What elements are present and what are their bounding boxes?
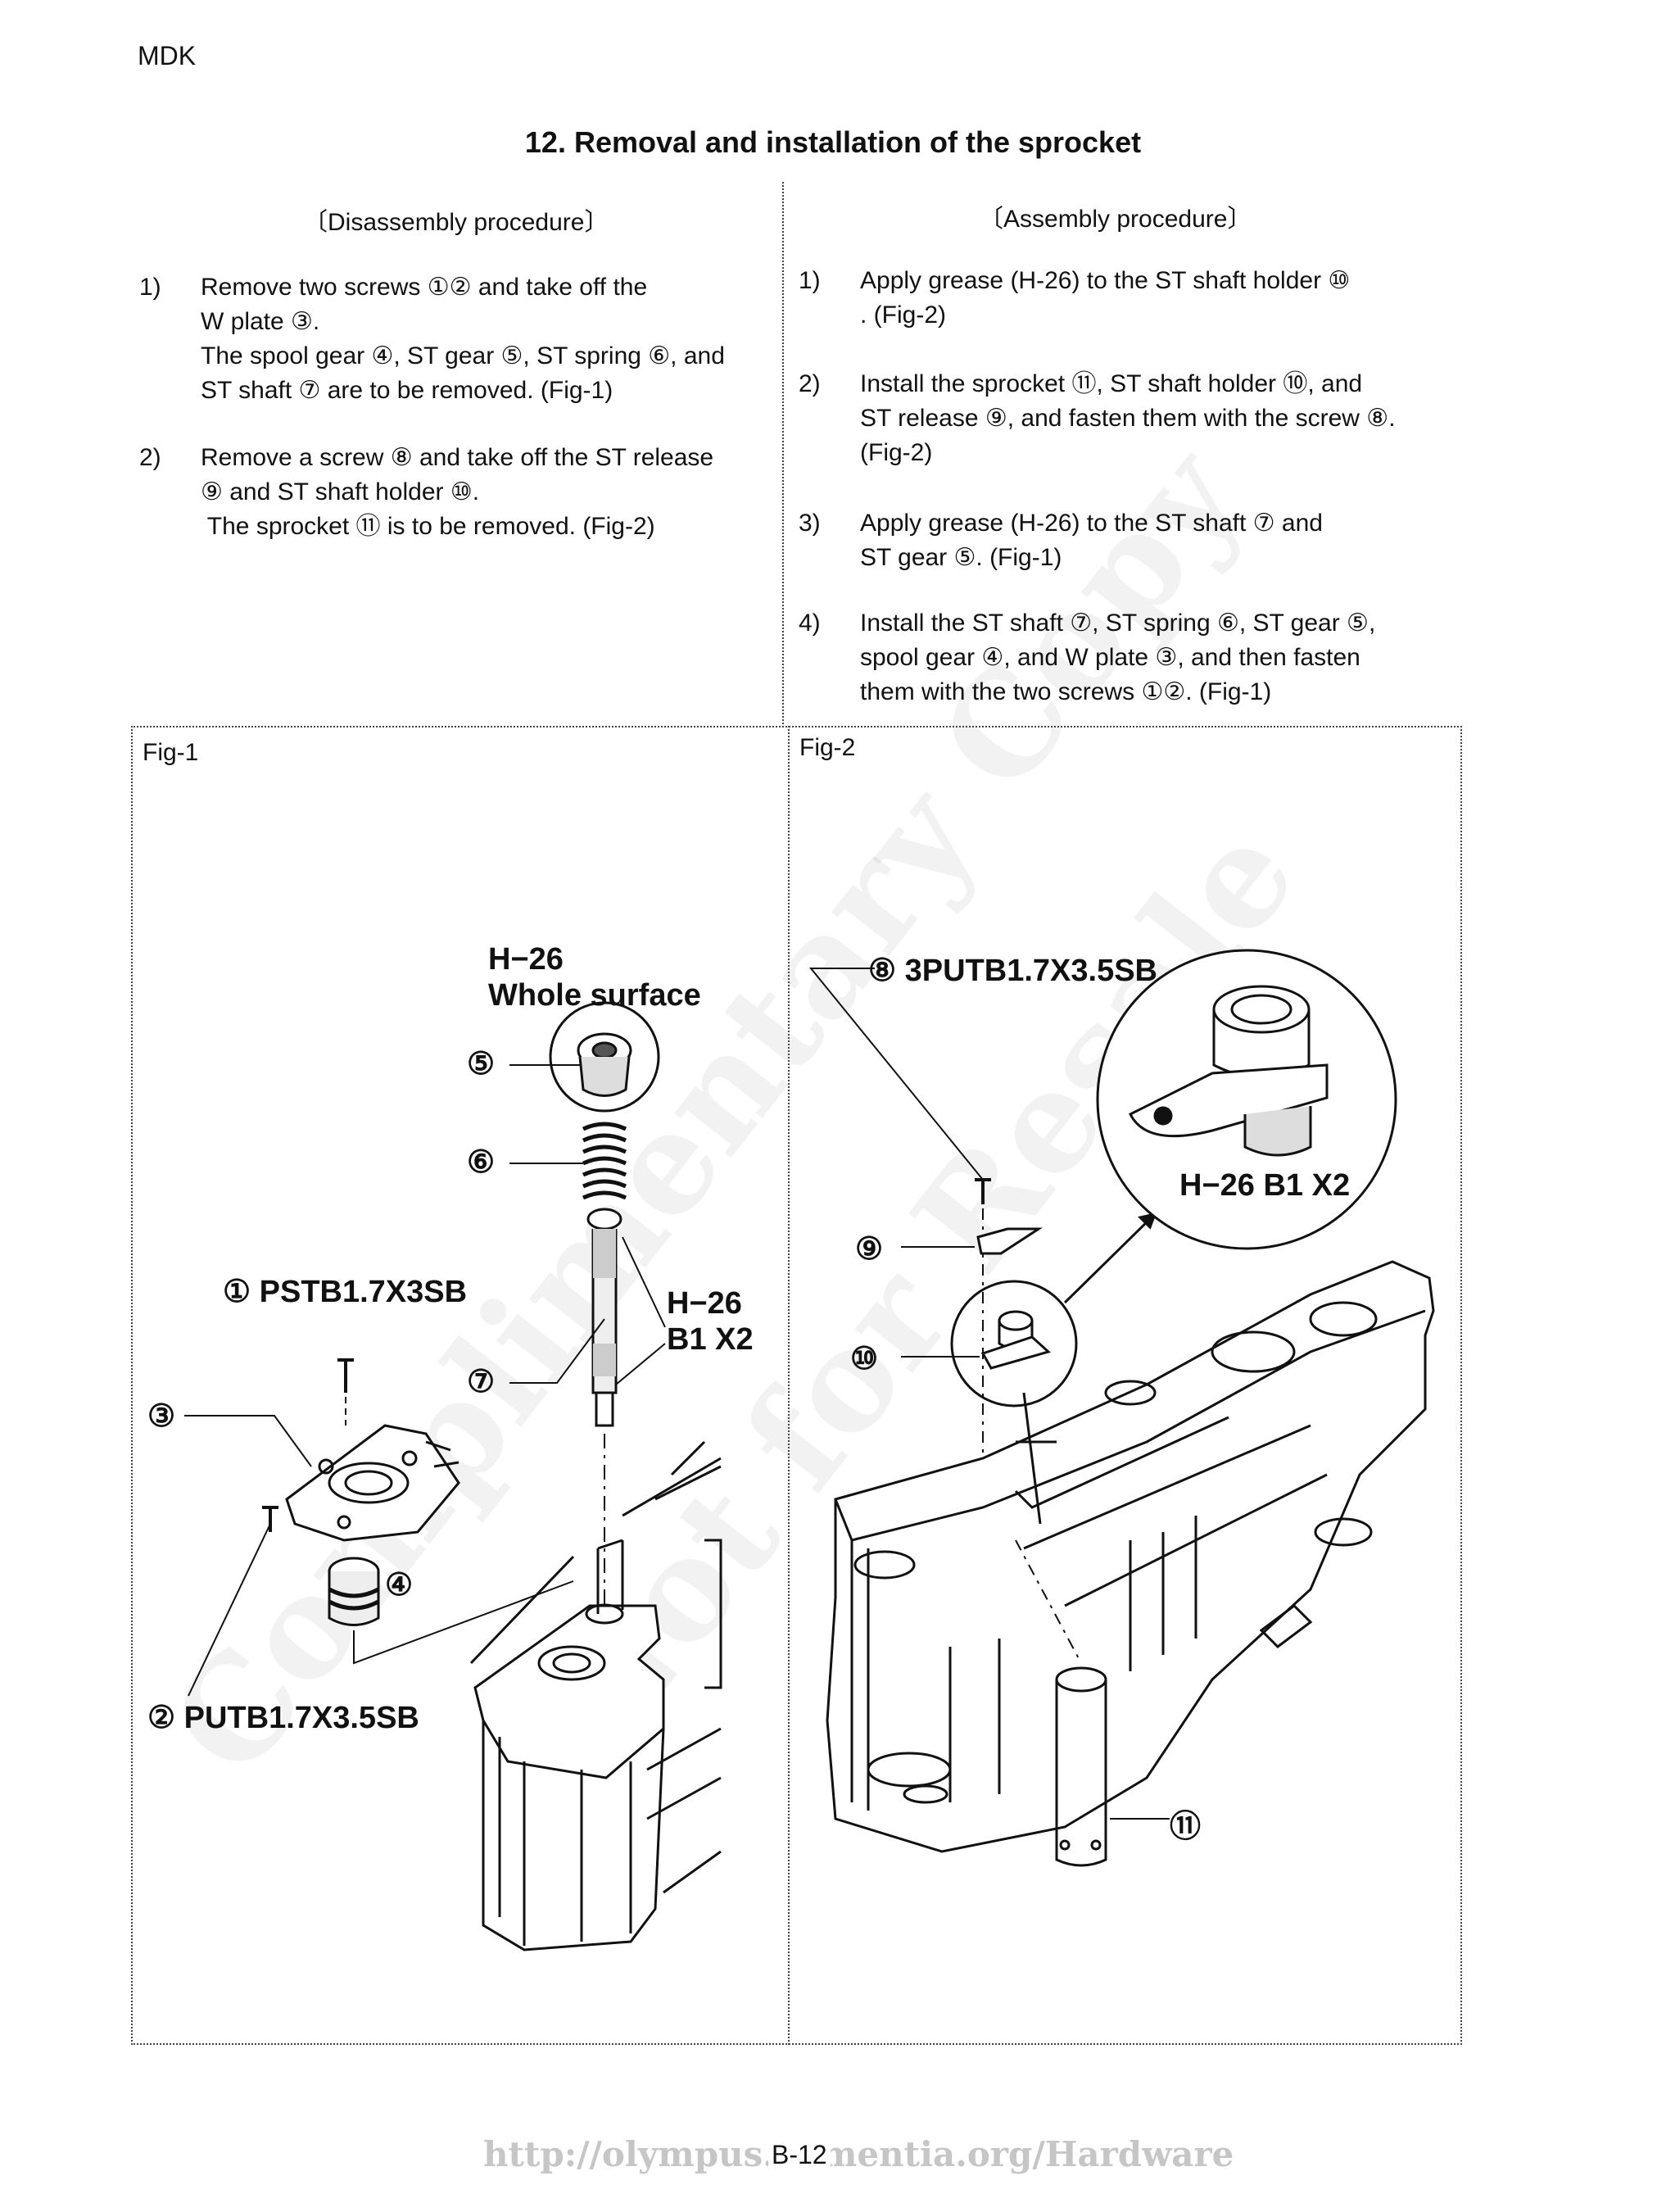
step-number: 2): [799, 370, 821, 397]
step-number: 3): [799, 510, 821, 537]
step-line: Install the ST shaft ⑦, ST spring ⑥, ST …: [860, 610, 1376, 637]
fig1-grease-side-line1: H−26: [667, 1286, 742, 1321]
figure-divider: [788, 726, 790, 2045]
assembly-heading: 〔Assembly procedure〕: [979, 206, 1252, 233]
assembly-step-2: 2) Install the sprocket ⑪, ST shaft hold…: [799, 367, 1454, 474]
fig1-grease-side-line2: B1 X2: [667, 1322, 754, 1357]
step-line: Install the sprocket ⑪, ST shaft holder …: [860, 370, 1363, 397]
fig1-callout-6: ⑥: [467, 1145, 496, 1180]
step-number: 2): [139, 444, 161, 471]
fig1-callout-4: ④: [385, 1568, 414, 1602]
step-number: 4): [799, 610, 821, 637]
step-line: Remove two screws ①② and take off the: [201, 274, 648, 301]
fig2-callout-11: ⑪: [1170, 1810, 1202, 1844]
step-line: . (Fig-2): [860, 301, 946, 329]
fig2-callout-9: ⑨: [855, 1232, 884, 1267]
fig1-callout-5: ⑤: [467, 1047, 496, 1081]
step-line: them with the two screws ①②. (Fig-1): [860, 678, 1272, 705]
step-line: Apply grease (H-26) to the ST shaft ⑦ an…: [860, 510, 1323, 537]
disassembly-heading: 〔Disassembly procedure〕: [303, 209, 609, 236]
step-line: ST shaft ⑦ are to be removed. (Fig-1): [201, 377, 613, 404]
assembly-step-4: 4) Install the ST shaft ⑦, ST spring ⑥, …: [799, 606, 1454, 713]
fig2-detail-grease: H−26 B1 X2: [1179, 1168, 1351, 1203]
document-code: MDK: [138, 41, 197, 70]
fig1-callout-7: ⑦: [467, 1365, 496, 1399]
step-line: The sprocket ⑪ is to be removed. (Fig-2): [201, 513, 655, 540]
step-line: W plate ③.: [201, 308, 320, 335]
step-line: (Fig-2): [860, 439, 933, 466]
fig2-callout-8: ⑧ 3PUTB1.7X3.5SB: [868, 954, 1157, 988]
fig1-label: Fig-1: [143, 739, 199, 766]
figure-frame: [131, 726, 1462, 2045]
fig2-callout-10: ⑩: [850, 1342, 879, 1376]
fig1-callout-3: ③: [147, 1399, 176, 1434]
fig1-grease-top-line1: H−26: [488, 942, 564, 977]
step-line: spool gear ④, and W plate ③, and then fa…: [860, 644, 1360, 671]
assembly-step-3: 3) Apply grease (H-26) to the ST shaft ⑦…: [799, 506, 1454, 580]
disassembly-step-2: 2) Remove a screw ⑧ and take off the ST …: [139, 441, 778, 547]
fig2-label: Fig-2: [799, 734, 856, 761]
step-line: ST gear ⑤. (Fig-1): [860, 544, 1062, 571]
step-number: 1): [799, 267, 821, 294]
page-title: 12. Removal and installation of the spro…: [524, 125, 1142, 159]
step-line: Apply grease (H-26) to the ST shaft hold…: [860, 267, 1351, 294]
page-number: B-12: [768, 2140, 831, 2170]
step-line: ⑨ and ST shaft holder ⑩.: [201, 478, 480, 505]
fig1-grease-top-line2: Whole surface: [488, 978, 701, 1013]
column-divider: [782, 182, 784, 724]
step-line: Remove a screw ⑧ and take off the ST rel…: [201, 444, 714, 471]
step-line: ST release ⑨, and fasten them with the s…: [860, 405, 1396, 432]
step-line: The spool gear ④, ST gear ⑤, ST spring ⑥…: [201, 342, 725, 369]
step-number: 1): [139, 274, 161, 301]
disassembly-step-1: 1) Remove two screws ①② and take off the…: [139, 270, 778, 410]
fig1-callout-1: ① PSTB1.7X3SB: [223, 1275, 468, 1309]
assembly-step-1: 1) Apply grease (H-26) to the ST shaft h…: [799, 264, 1454, 338]
footer-url: http://olympus.dementia.org/Hardware: [483, 2134, 1234, 2174]
fig1-callout-2: ② PUTB1.7X3.5SB: [147, 1701, 419, 1735]
